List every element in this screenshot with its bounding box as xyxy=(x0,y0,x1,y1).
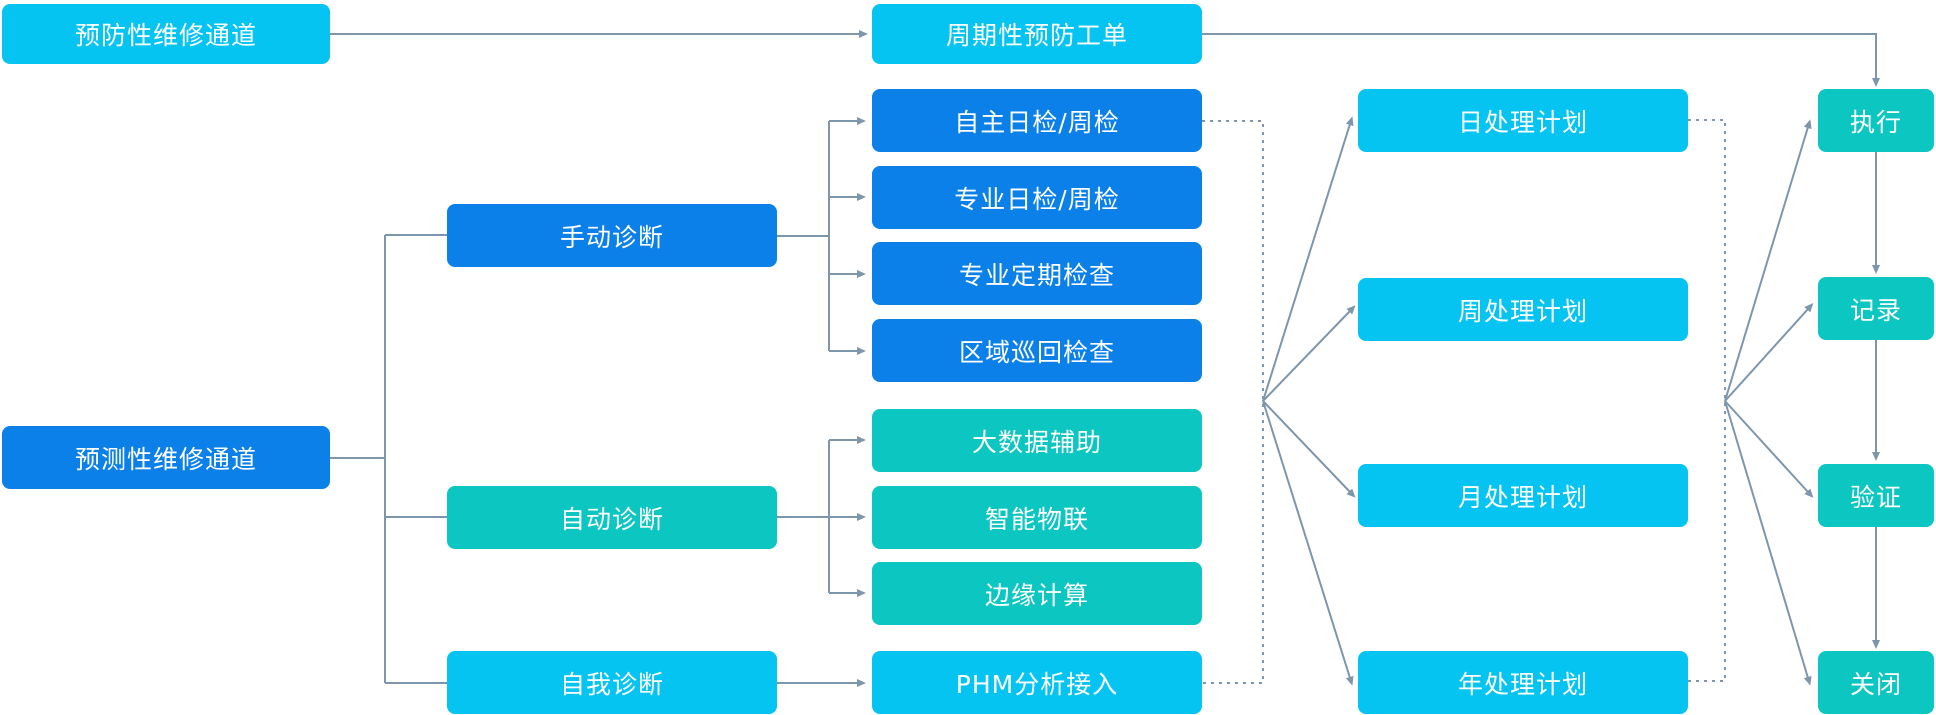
edge-hub-right-to-execute xyxy=(1724,119,1812,402)
node-record: 记录 xyxy=(1818,277,1934,340)
node-area-patrol-check: 区域巡回检查 xyxy=(872,319,1202,382)
edge-hub-right-to-close xyxy=(1724,400,1812,686)
node-verify: 验证 xyxy=(1818,464,1934,527)
edge-predictive-branch-trunk xyxy=(330,234,447,684)
edge-hub-right-to-verify xyxy=(1724,400,1814,498)
node-big-data-assist: 大数据辅助 xyxy=(872,409,1202,472)
node-pro-daily-check: 专业日检/周检 xyxy=(872,166,1202,229)
node-smart-iot: 智能物联 xyxy=(872,486,1202,549)
node-execute: 执行 xyxy=(1818,89,1934,152)
dashed-collector-left xyxy=(1202,120,1264,684)
edge-manual-bracket-trunk xyxy=(777,121,830,351)
node-edge-computing: 边缘计算 xyxy=(872,562,1202,625)
node-phm-access: PHM分析接入 xyxy=(872,651,1202,714)
edge-hub-left-to-month-plan xyxy=(1262,400,1356,498)
edge-hub-left-to-day-plan xyxy=(1262,116,1354,402)
node-prevention-channel: 预防性维修通道 xyxy=(2,4,330,64)
edge-hub-left-to-week-plan xyxy=(1262,305,1356,402)
edge-periodic-to-execute xyxy=(1202,33,1880,87)
node-year-plan: 年处理计划 xyxy=(1358,651,1688,714)
edge-hub-left-to-year-plan xyxy=(1262,400,1354,686)
node-close: 关闭 xyxy=(1818,651,1934,714)
edge-hub-right-to-record xyxy=(1724,303,1814,402)
dashed-collector-right xyxy=(1688,119,1726,682)
node-predictive-channel: 预测性维修通道 xyxy=(2,426,330,489)
node-self-diagnosis: 自我诊断 xyxy=(447,651,777,714)
node-day-plan: 日处理计划 xyxy=(1358,89,1688,152)
node-periodic-order: 周期性预防工单 xyxy=(872,4,1202,64)
node-manual-diagnosis: 手动诊断 xyxy=(447,204,777,267)
node-week-plan: 周处理计划 xyxy=(1358,278,1688,341)
node-self-daily-check: 自主日检/周检 xyxy=(872,89,1202,152)
node-auto-diagnosis: 自动诊断 xyxy=(447,486,777,549)
node-month-plan: 月处理计划 xyxy=(1358,464,1688,527)
node-pro-periodic-check: 专业定期检查 xyxy=(872,242,1202,305)
